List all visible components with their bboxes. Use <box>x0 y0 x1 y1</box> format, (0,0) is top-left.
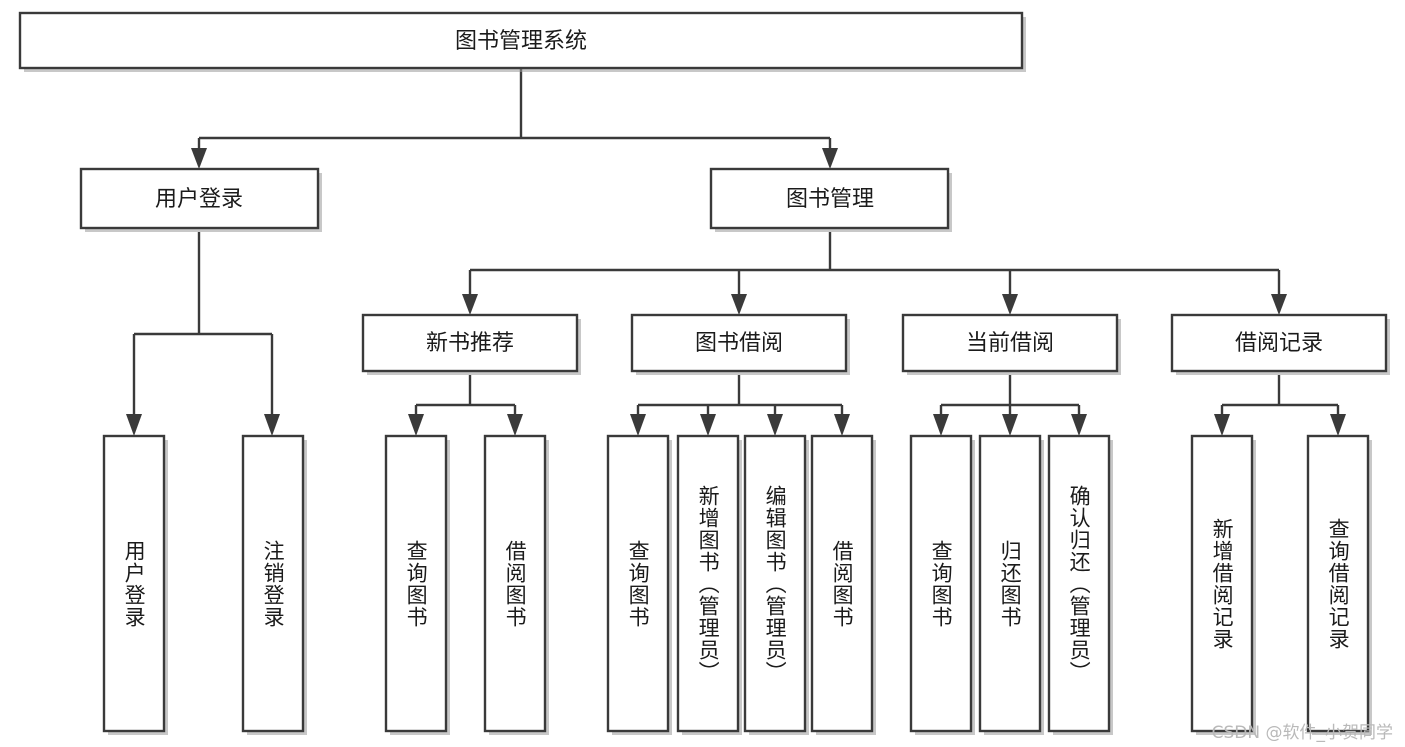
arrow-head-book-mgmt <box>822 148 838 169</box>
arrow-head-user-login <box>191 148 207 169</box>
leaf-box-current-borrow-2[interactable] <box>978 434 1042 733</box>
connector-group-book-mgmt <box>462 232 1287 315</box>
arrow-head-leaf-user-login-2 <box>264 414 280 436</box>
connector-group-new-book <box>408 375 523 436</box>
node-new-book-recommend[interactable]: 新书推荐 <box>361 313 581 375</box>
node-borrow-record-box <box>1170 313 1388 373</box>
arrow-head-book-borrow <box>731 294 747 315</box>
leaf-boxes <box>102 434 1372 735</box>
node-book-borrow-box <box>630 313 848 373</box>
arrow-head-leaf-book-borrow-1 <box>630 414 646 436</box>
leaf-box-borrow-record-1[interactable] <box>1190 434 1254 733</box>
node-user-login[interactable]: 用户登录 <box>79 167 322 232</box>
connector-group-book-borrow <box>630 375 850 436</box>
arrow-head-leaf-current-borrow-1 <box>933 414 949 436</box>
leaf-box-new-book-1[interactable] <box>384 434 448 733</box>
arrow-head-current-borrow <box>1002 294 1018 315</box>
node-new-book-recommend-box <box>361 313 579 373</box>
node-user-login-box <box>79 167 320 230</box>
leaf-box-borrow-record-2[interactable] <box>1306 434 1370 733</box>
arrow-head-leaf-book-borrow-4 <box>834 414 850 436</box>
node-book-management-box <box>709 167 950 230</box>
arrow-head-leaf-current-borrow-3 <box>1071 414 1087 436</box>
leaf-box-current-borrow-1[interactable] <box>909 434 973 733</box>
leaf-box-current-borrow-3[interactable] <box>1047 434 1111 733</box>
arrow-head-leaf-borrow-record-2 <box>1330 414 1346 436</box>
node-book-management-label: 图书管理 <box>786 187 874 212</box>
leaf-box-user-login-1[interactable] <box>102 434 166 733</box>
node-new-book-recommend-label: 新书推荐 <box>426 331 514 356</box>
arrow-head-leaf-borrow-record-1 <box>1214 414 1230 436</box>
leaf-box-user-login-2[interactable] <box>241 434 305 733</box>
node-user-login-label: 用户登录 <box>155 187 243 212</box>
arrow-head-leaf-new-book-1 <box>408 414 424 436</box>
node-current-borrow[interactable]: 当前借阅 <box>901 313 1121 375</box>
arrow-head-leaf-book-borrow-2 <box>700 414 716 436</box>
leaf-box-book-borrow-2[interactable] <box>676 434 740 733</box>
node-book-borrow[interactable]: 图书借阅 <box>630 313 850 375</box>
connector-group-root <box>191 68 838 169</box>
node-current-borrow-box <box>901 313 1119 373</box>
node-borrow-record-label: 借阅记录 <box>1235 331 1323 356</box>
node-book-borrow-label: 图书借阅 <box>695 331 783 356</box>
connector-group-borrow-record <box>1214 375 1346 436</box>
node-root-label: 图书管理系统 <box>455 29 587 54</box>
connector-group-user-login <box>126 232 280 436</box>
node-book-management[interactable]: 图书管理 <box>709 167 952 232</box>
leaf-box-book-borrow-3[interactable] <box>743 434 807 733</box>
node-root[interactable]: 图书管理系统 <box>18 11 1026 72</box>
connector-group-current-borrow <box>933 375 1087 436</box>
leaf-box-new-book-2[interactable] <box>483 434 547 733</box>
leaf-box-book-borrow-1[interactable] <box>606 434 670 733</box>
leaf-box-book-borrow-4[interactable] <box>810 434 874 733</box>
arrow-head-new-book <box>462 294 478 315</box>
arrow-head-leaf-book-borrow-3 <box>767 414 783 436</box>
arrow-head-leaf-new-book-2 <box>507 414 523 436</box>
arrow-head-leaf-user-login-1 <box>126 414 142 436</box>
node-current-borrow-label: 当前借阅 <box>966 331 1054 356</box>
arrow-head-borrow-record <box>1271 294 1287 315</box>
arrow-head-leaf-current-borrow-2 <box>1002 414 1018 436</box>
node-borrow-record[interactable]: 借阅记录 <box>1170 313 1390 375</box>
node-root-box <box>18 11 1024 70</box>
csdn-watermark: CSDN @软件_小贺同学 <box>1211 723 1393 743</box>
